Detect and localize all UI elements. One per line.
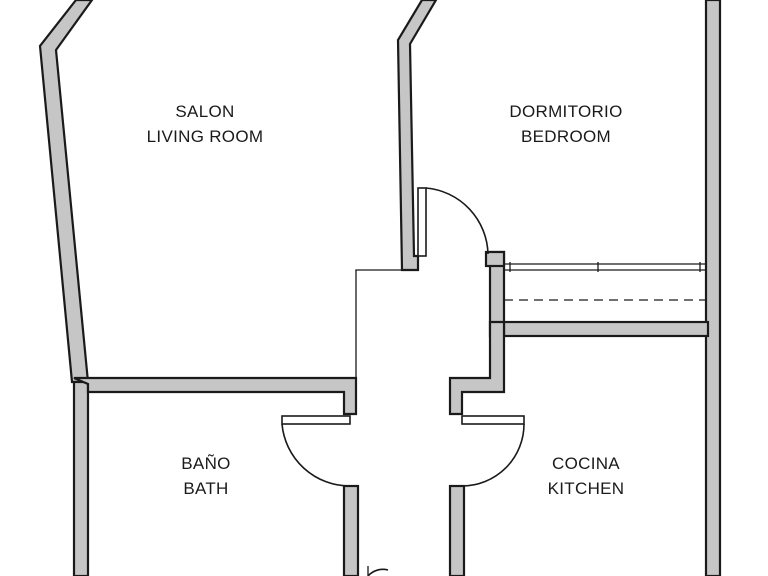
room-labels: SALON LIVING ROOM DORMITORIO BEDROOM BAÑ… (147, 102, 625, 498)
bath-door (281, 415, 351, 487)
living-room-label: LIVING ROOM (147, 127, 264, 146)
bath-right-wall (342, 484, 360, 576)
closet-bottom-wall (494, 320, 710, 338)
hall-left-line (355, 269, 404, 378)
bedroom-door (417, 187, 489, 257)
bath-left-wall (72, 380, 90, 576)
salon-label: SALON (175, 102, 234, 121)
kitchen-left-wall (448, 484, 466, 576)
right-exterior-wall (704, 0, 722, 576)
doors (281, 187, 525, 576)
center-angled-wall (396, 0, 438, 272)
kitchen-door (461, 415, 525, 487)
bedroom-door-stub (484, 250, 506, 268)
bano-label: BAÑO (181, 454, 230, 473)
living-room-left-wall (38, 0, 94, 384)
cocina-label: COCINA (552, 454, 620, 473)
wardrobe (504, 262, 706, 301)
hall-kitchen-wall (448, 320, 506, 416)
bedroom-label: BEDROOM (521, 127, 611, 146)
living-bath-wall (73, 376, 358, 416)
kitchen-label: KITCHEN (548, 479, 625, 498)
bath-label: BATH (183, 479, 228, 498)
hallway-outline (355, 269, 404, 378)
dormitorio-label: DORMITORIO (509, 102, 622, 121)
entry-door (367, 566, 389, 576)
walls (38, 0, 722, 576)
